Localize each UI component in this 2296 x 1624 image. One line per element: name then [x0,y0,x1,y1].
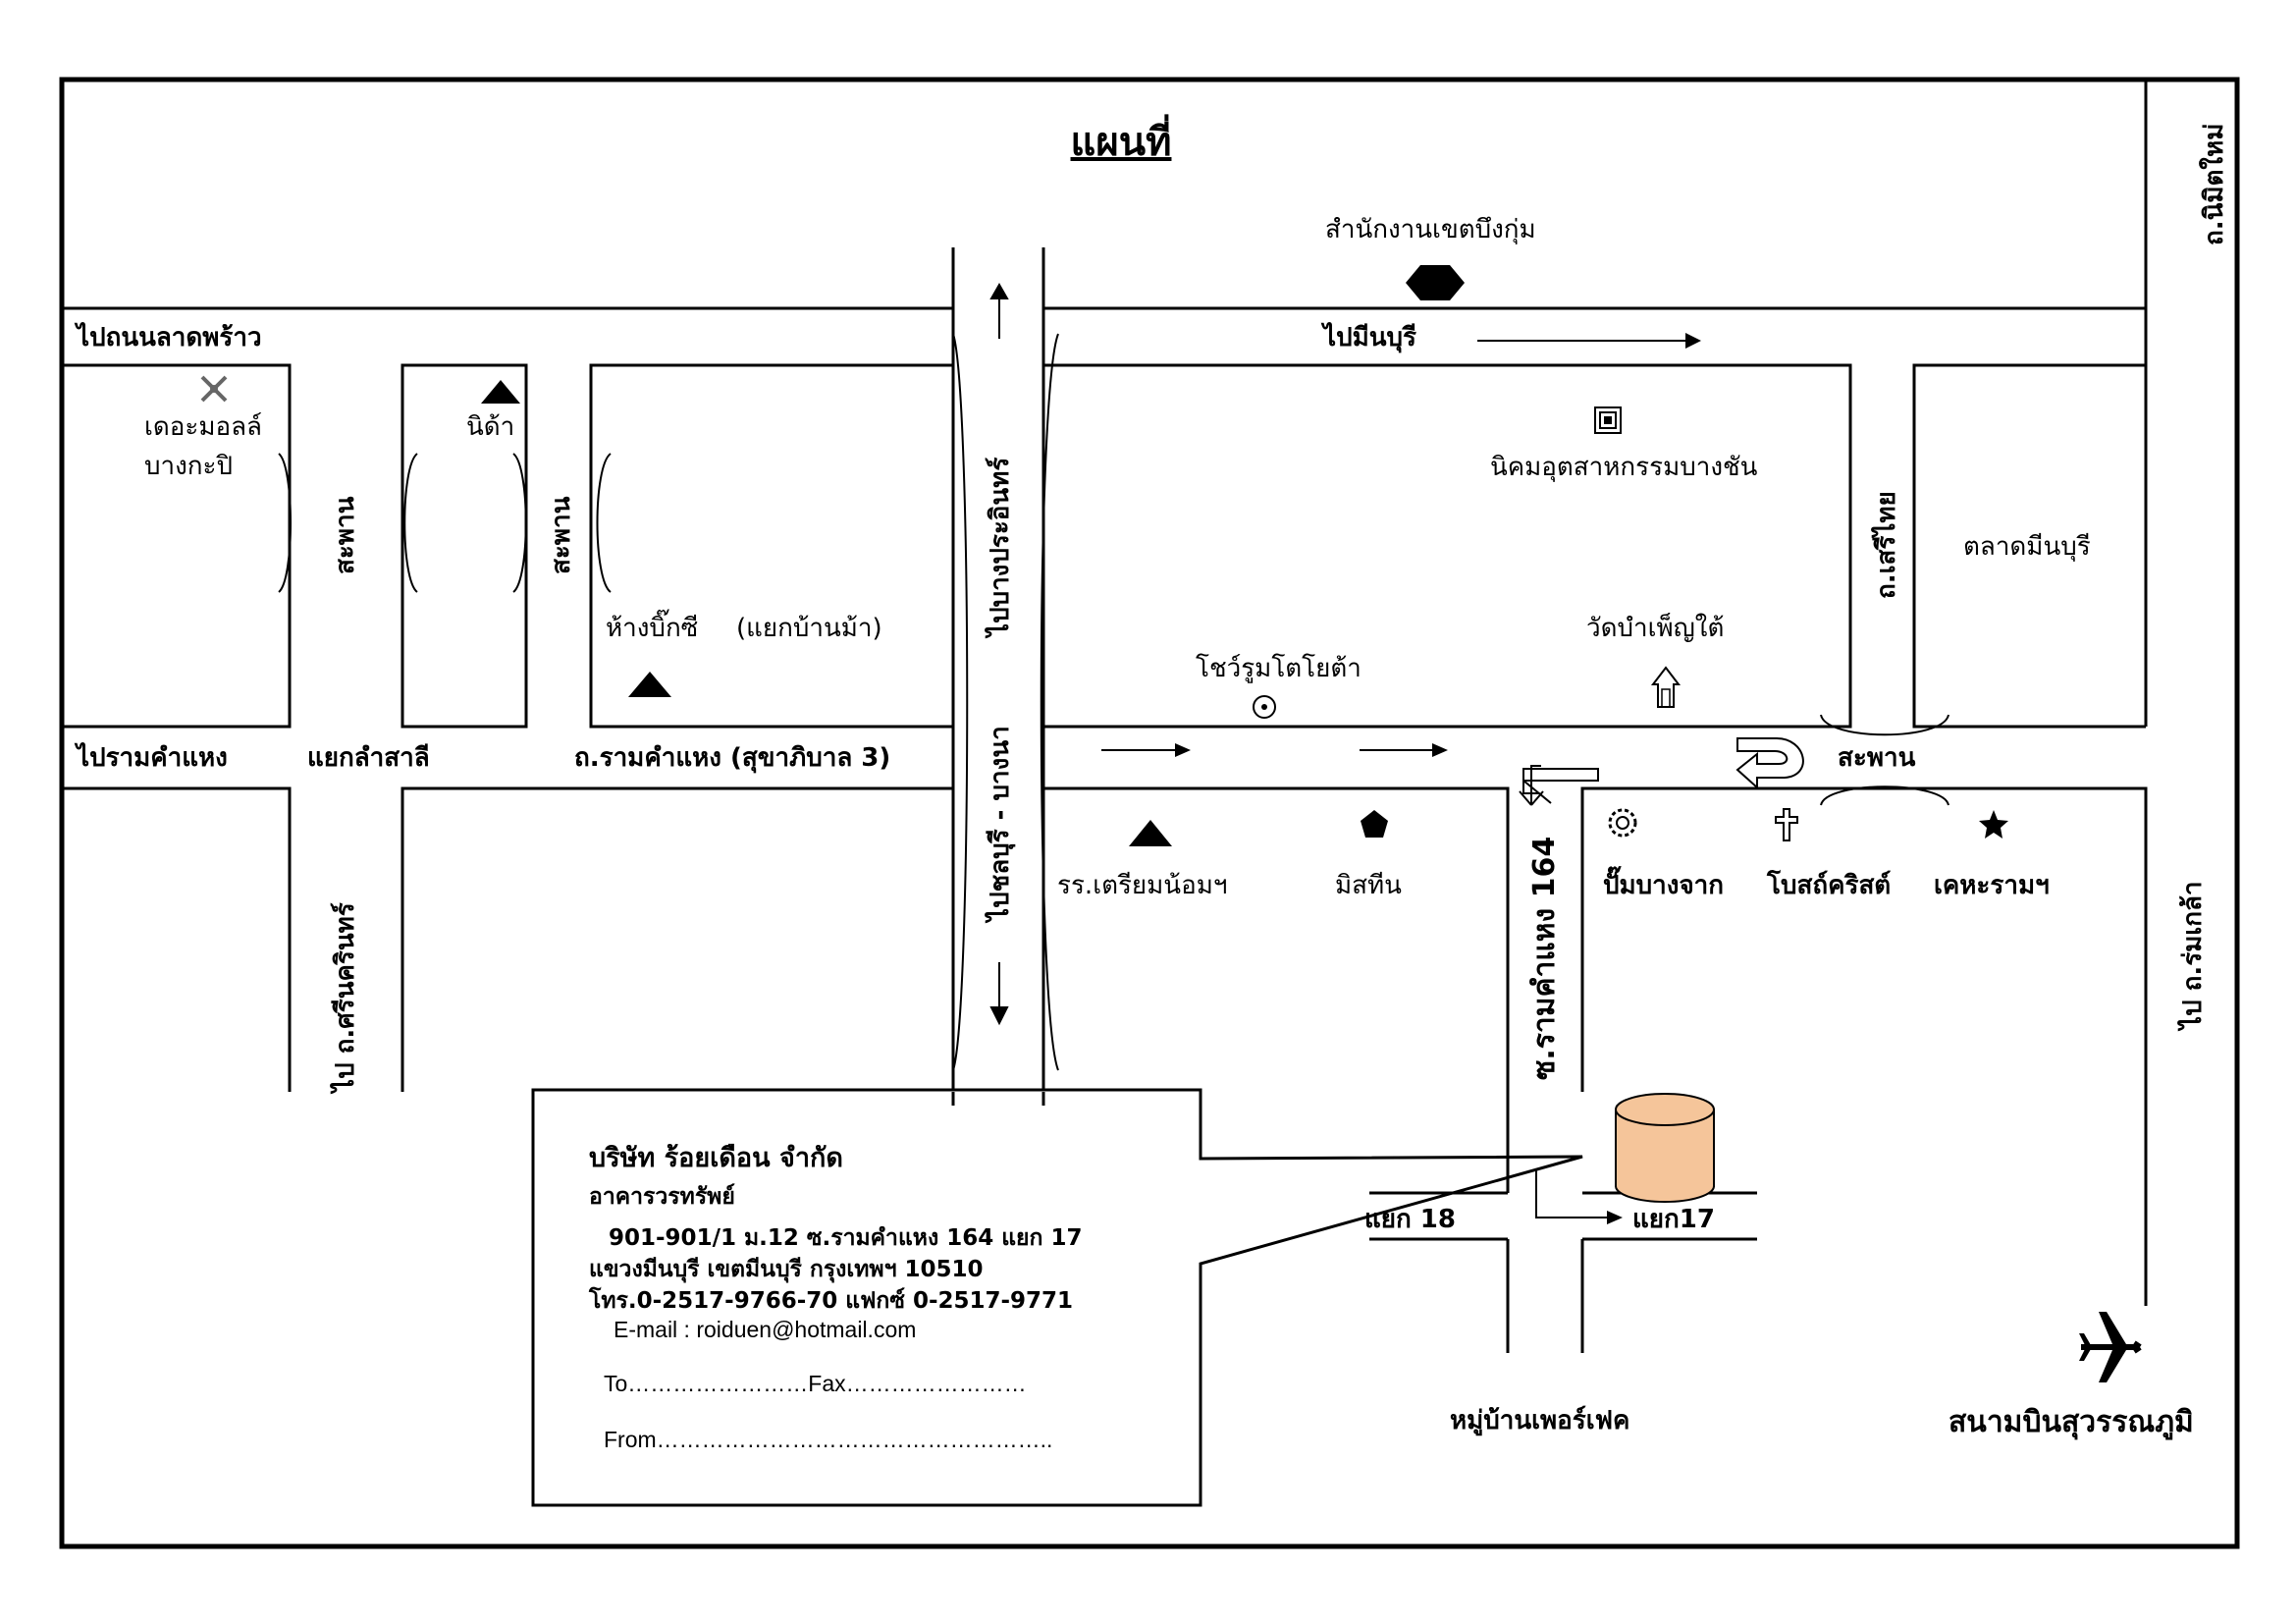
block-school [1043,786,1510,1159]
rom-klao-label: ไป ถ.ร่มเกล้า [2176,881,2208,1032]
arrow-down-icon [989,962,1009,1026]
bridge-label-1: สะพาน [331,496,360,574]
to-minburi-label: ไปมีนบุรี [1320,321,1416,353]
bridge-label-3: สะพาน [1838,743,1916,773]
arrow-right-icon [1535,1164,1623,1224]
to-ramkhamhaeng-label: ไปรามคำแหง [74,741,228,773]
pentagon-icon [1361,810,1388,838]
village-label: หมู่บ้านเพอร์เฟค [1450,1405,1629,1436]
school-label: รร.เตรียมน้อมฯ [1057,871,1227,900]
gear-icon [1608,808,1637,838]
bridge-bracket [1820,785,1949,806]
wat-label: วัดบำเพ็ญใต้ [1586,612,1724,643]
company-name: บริษัท ร้อยเดือน จำกัด [589,1143,843,1173]
company-building: อาคารวรทรัพย์ [589,1183,735,1210]
kheha-label: เคหะรามฯ [1934,871,2050,900]
cross-icon [1775,808,1798,841]
star-icon [1979,810,2008,839]
to-bangprakhon-label: ไปบางประอินทร์ [984,458,1015,639]
bridge-bracket [952,333,969,1071]
church-label: โบสถ์คริสต์ [1766,869,1891,900]
block-market [1912,363,2146,729]
block-industrial [1043,363,1852,729]
minburi-market-label: ตลาดมีนบุรี [1963,532,2091,562]
bridge-bracket [278,453,292,593]
toyota-label: โชว์รูมโตโยต้า [1196,653,1362,683]
block-lower-left [62,786,292,1092]
bridge-bracket [403,453,418,593]
district-office-label: สำนักงานเขตบึงกุ่ม [1325,215,1536,244]
company-callout [531,1088,1583,1507]
block-lower-middle [400,786,953,1092]
bridge-bracket [1820,714,1949,736]
airplane-icon [2079,1312,2142,1382]
bridge-bracket [512,453,527,593]
u-turn-icon [1735,737,1804,790]
bridge-bracket [596,453,612,593]
to-chonburi-label: ไปชลบุรี - บางนา [984,726,1016,924]
block-nida [400,363,528,729]
to-ladprao-label: ไปถนนลาดพร้าว [74,321,262,352]
nida-label: นิด้า [466,412,514,442]
bigc-note-label: (แยกบ้านม้า) [736,614,882,643]
junction-18-label: แยก 18 [1364,1205,1456,1234]
the-mall-label-2: บางกะปิ [144,452,233,481]
bridge-bracket [1040,333,1059,1071]
flower-icon [200,375,228,403]
ramkhamhaeng-label: ถ.รามคำแหง (สุขาภิบาล 3) [574,743,890,774]
company-address-1: 901-901/1 ม.12 ซ.รามคำแหง 164 แยก 17 [609,1225,1082,1251]
lam-sali-label: แยกลำสาลี [307,743,430,773]
building-cylinder-icon [1615,1093,1715,1203]
bigc-label: ห้างบิ๊กซี [606,609,698,643]
hexagon-icon [1406,265,1465,300]
soi-164-label: ซ.รามคำแหง 164 [1527,837,1562,1080]
company-address-2: แขวงมีนบุรี เขตมีนบุรี กรุงเทพฯ 10510 [589,1257,984,1283]
srinakarin-label: ไป ถ.ศรีนครินทร์ [329,902,360,1095]
arrow-right-icon [1360,743,1448,757]
company-phone: โทร.0-2517-9766-70 แฟกซ์ 0-2517-9771 [588,1286,1073,1314]
factory-square-icon [1594,406,1622,434]
the-mall-label: เดอะมอลล์ [144,412,262,442]
u-turn-left-icon [1522,768,1599,804]
nimit-mai-label: ถ.นิมิตใหม่ [2199,124,2229,245]
to-fax-line: To……………………Fax…………………… [604,1371,1027,1396]
turn-arrow-icon [1519,765,1544,806]
airport-label: สนามบินสุวรรณภูมิ [1949,1405,2194,1440]
map-title: แผนที่ [1071,114,1172,165]
circle-dot-icon [1253,695,1276,719]
block-bigc [589,363,953,729]
triangle-icon [628,672,671,697]
arrow-right-icon [1477,333,1701,349]
bridge-label-2: สะพาน [547,496,576,574]
temple-icon [1650,666,1682,708]
arrow-up-icon [989,282,1009,339]
arrow-right-icon [1101,743,1191,757]
seri-thai-label: ถ.เสรีไทย [1870,491,1901,599]
company-email: E-mail : roiduen@hotmail.com [614,1317,916,1342]
mistine-label: มิสทีน [1335,871,1402,900]
industrial-estate-label: นิคมอุตสาหกรรมบางชัน [1490,453,1758,482]
triangle-icon [1129,820,1172,846]
pump-label: ปั๊มบางจาก [1603,866,1724,900]
map-frame [59,77,2240,1549]
from-line: From…………………………………………….. [604,1427,1052,1452]
triangle-icon [481,380,520,404]
junction-17-label: แยก17 [1632,1205,1715,1234]
